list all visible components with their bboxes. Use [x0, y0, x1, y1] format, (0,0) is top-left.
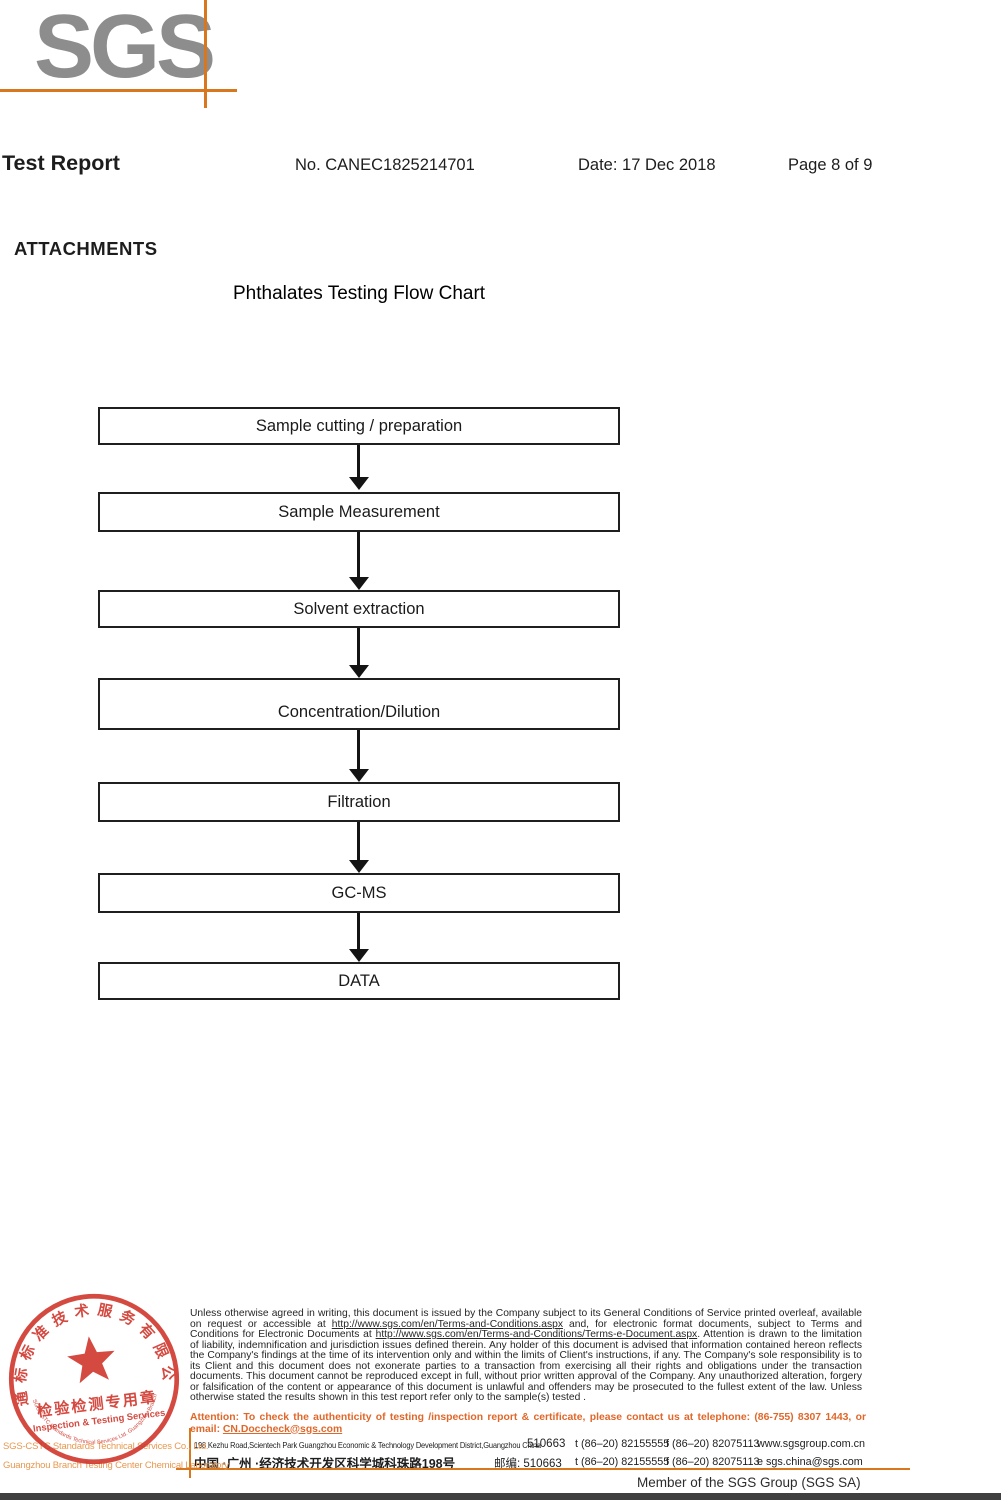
flow-step-label: GC-MS — [331, 883, 387, 902]
flow-step-label: Sample cutting / preparation — [255, 416, 463, 435]
scan-page-edge — [0, 1493, 1001, 1500]
flow-step-label: DATA — [338, 971, 380, 990]
flowchart-title: Phthalates Testing Flow Chart — [233, 283, 486, 304]
report-title: Test Report — [2, 151, 120, 175]
attachments-heading: ATTACHMENTS — [14, 238, 158, 259]
legal-text-part1: Unless otherwise agreed in writing, this… — [190, 1308, 862, 1330]
website-url: www.sgsgroup.com.cn — [757, 1438, 866, 1450]
flow-step-label: Concentration/Dilution — [277, 703, 441, 721]
flow-arrow-down — [346, 730, 372, 782]
lab-company-name: SGS-CSTC Standards Technical Services Co… — [3, 1437, 229, 1475]
flow-arrow-down — [346, 532, 372, 590]
attention-text: To check the authenticity of testing /in… — [190, 1412, 866, 1435]
terms-link[interactable]: http://www.sgs.com/en/Terms-and-Conditio… — [331, 1318, 563, 1330]
attention-notice: Attention: To check the authenticity of … — [190, 1412, 866, 1435]
sgs-logo-text: SGS — [34, 0, 216, 97]
address-chinese: 中国 ·广州 ·经济技术开发区科学城科珠路198号 — [194, 1457, 456, 1471]
report-number: No. CANEC1825214701 — [295, 156, 475, 174]
flow-step-sample-cutting: Sample cutting / preparation — [98, 407, 620, 445]
flow-step-solvent-extraction: Solvent extraction — [98, 590, 620, 628]
flow-step-label: Filtration — [327, 792, 391, 811]
flow-step-filtration: Filtration — [98, 782, 620, 822]
lab-company-line2: Guangzhou Branch Testing Center Chemical… — [3, 1460, 229, 1471]
contact-email: e sgs.china@sgs.com — [757, 1456, 863, 1468]
footer-crop-vline — [189, 1428, 191, 1478]
legal-disclaimer: Unless otherwise agreed in writing, this… — [190, 1308, 862, 1404]
lab-company-line1: SGS-CSTC Standards Technical Services Co… — [3, 1441, 209, 1452]
flow-step-label: Solvent extraction — [293, 599, 425, 618]
attention-label: Attention: — [190, 1412, 240, 1423]
inspection-stamp: 通标标准技术服务有限公司广州分公司 检验检测专用章 Inspection & T… — [0, 1280, 180, 1465]
telephone-number: t (86–20) 82155555 — [575, 1456, 670, 1468]
flow-arrow-down — [346, 822, 372, 873]
flow-step-sample-measurement: Sample Measurement — [98, 492, 620, 532]
flow-arrow-down — [346, 445, 372, 490]
page-indicator: Page 8 of 9 — [788, 156, 873, 174]
postal-code: 510663 — [527, 1438, 566, 1450]
doccheck-email-link[interactable]: CN.Doccheck@sgs.com — [222, 1423, 343, 1435]
flow-arrow-down — [346, 913, 372, 962]
flow-step-label: Sample Measurement — [278, 502, 440, 521]
postal-code-chinese: 邮编: 510663 — [494, 1458, 562, 1470]
footer-crop-hline — [176, 1468, 910, 1470]
flow-step-data: DATA — [98, 962, 620, 1000]
report-date: Date: 17 Dec 2018 — [578, 156, 716, 174]
stamp-star-icon — [67, 1336, 115, 1384]
legal-text-part2: and, for electronic format documents, su… — [190, 1318, 862, 1340]
address-english: 198 Kezhu Road,Scientech Park Guangzhou … — [194, 1440, 541, 1450]
fax-number: f (86–20) 82075113 — [666, 1438, 760, 1450]
telephone-number: t (86–20) 82155555 — [575, 1438, 670, 1450]
flow-arrow-down — [346, 628, 372, 678]
terms-e-document-link[interactable]: http://www.sgs.com/en/Terms-and-Conditio… — [375, 1329, 698, 1340]
flow-step-gc-ms: GC-MS — [98, 873, 620, 913]
fax-number: f (86–20) 82075113 — [666, 1456, 760, 1468]
logo-crop-hline — [0, 89, 237, 92]
logo-crop-vline — [204, 0, 207, 108]
flow-step-concentration-dilution: Concentration/Dilution — [98, 678, 620, 730]
sgs-member-line: Member of the SGS Group (SGS SA) — [637, 1475, 861, 1490]
legal-text-part3: . Attention is drawn to the limitation o… — [190, 1329, 862, 1403]
